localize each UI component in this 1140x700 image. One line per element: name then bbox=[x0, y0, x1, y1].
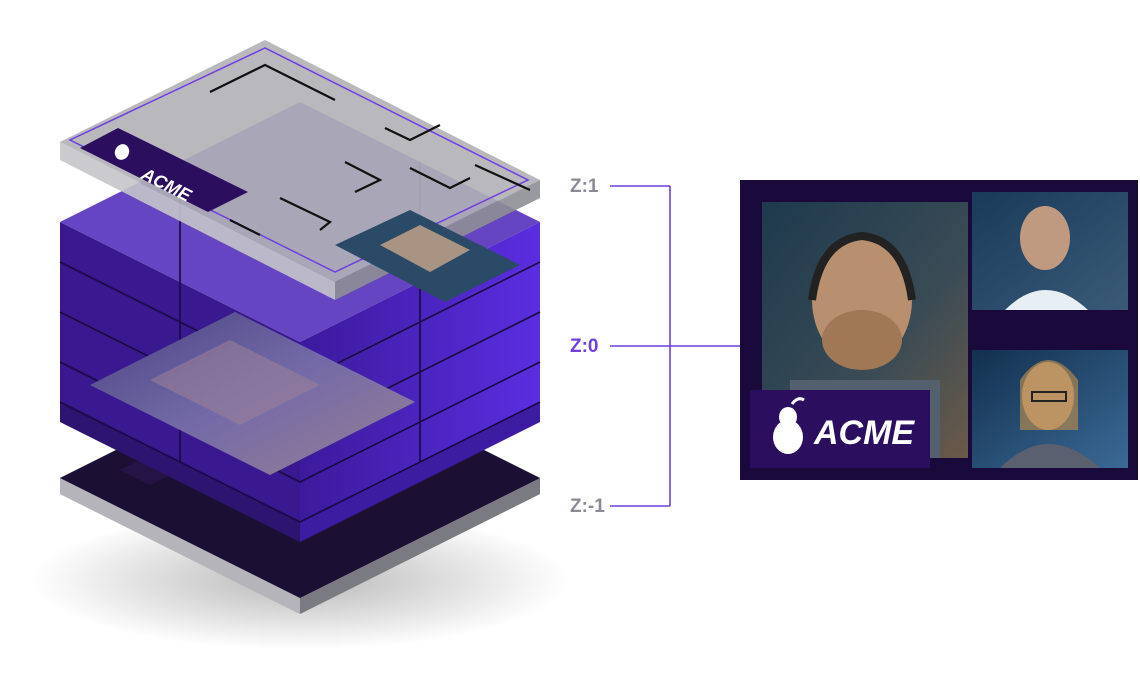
brand-name: ACME bbox=[813, 414, 915, 452]
z-label-bottom: Z:-1 bbox=[570, 496, 605, 517]
pear-icon bbox=[114, 144, 130, 160]
layer-top: ACME bbox=[60, 40, 540, 302]
z-label-middle: Z:0 bbox=[570, 336, 599, 357]
z-label-top: Z:1 bbox=[570, 176, 599, 197]
composite-output: ACME bbox=[740, 180, 1138, 480]
connector-bracket bbox=[610, 185, 740, 507]
pear-icon bbox=[773, 397, 805, 454]
z-labels: Z:1 Z:0 Z:-1 bbox=[570, 176, 605, 517]
